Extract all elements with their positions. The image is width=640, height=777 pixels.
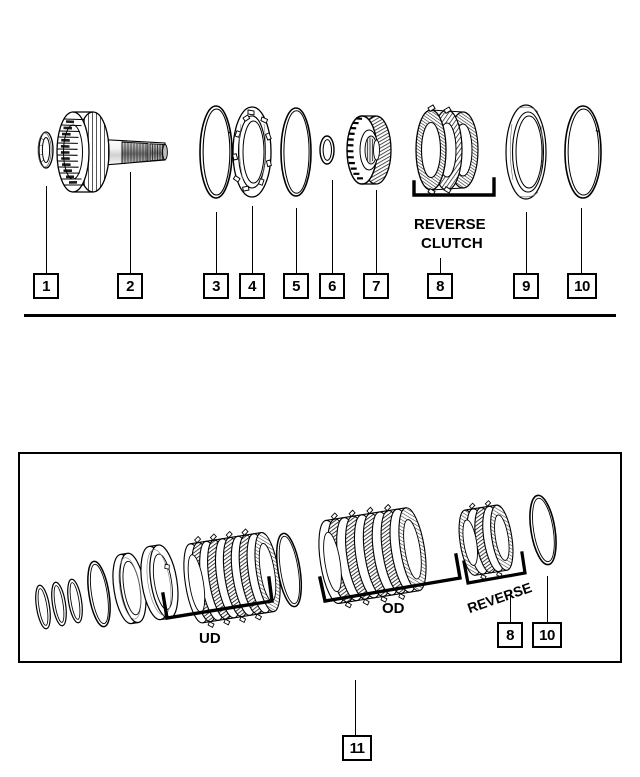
bottom-large-seal-ring [87,560,111,628]
leader-line-9 [526,212,527,273]
part-4-thrust-bearing [232,106,272,198]
ud-group-label: UD [199,630,221,647]
reverse-clutch-label-line2: CLUTCH [421,234,483,252]
leader-line-3 [216,212,217,273]
part-10-snap-ring [564,105,602,199]
callout-4[interactable]: 4 [239,273,265,299]
bottom-small-seal-rings [35,578,83,630]
bottom-reverse-clutch-pack [458,500,527,585]
callout-1[interactable]: 1 [33,273,59,299]
bottom-separator-seal-ring [275,532,303,608]
leader-line-2 [130,172,131,273]
part-2-input-shaft [56,111,168,193]
ud-clutch-pack [161,528,281,628]
callout-8[interactable]: 8 [427,273,453,299]
callout-3[interactable]: 3 [203,273,229,299]
part-1-thrust-washer [37,131,54,169]
leader-line-bottom-8 [510,592,511,622]
leader-line-5 [296,208,297,273]
leader-line-bottom-11 [355,680,356,735]
callout-5[interactable]: 5 [283,273,309,299]
part-5-seal-ring [280,107,312,197]
reverse-clutch-group-label: REVERSE CLUTCH [414,216,486,254]
callout-bottom-8[interactable]: 8 [497,622,523,648]
callout-6[interactable]: 6 [319,273,345,299]
part-3-seal-ring [199,105,233,199]
callout-9[interactable]: 9 [513,273,539,299]
part-8-reverse-clutch-plates [412,104,496,197]
reverse-clutch-label-line1: REVERSE [414,216,486,233]
bottom-piston-1 [112,552,147,625]
section-divider [24,314,616,317]
leader-line-8 [440,258,441,273]
leader-line-7 [376,190,377,273]
od-clutch-pack [317,503,462,609]
callout-bottom-10[interactable]: 10 [532,622,562,648]
callout-7[interactable]: 7 [363,273,389,299]
part-7-reverse-clutch-hub [346,115,392,185]
callout-2[interactable]: 2 [117,273,143,299]
callout-10[interactable]: 10 [567,273,597,299]
part-6-small-seal-ring [319,135,335,165]
leader-line-1 [46,186,47,273]
bottom-snap-ring [529,494,557,566]
part-9-reaction-plate [505,104,547,200]
leader-line-10 [581,208,582,273]
leader-line-bottom-10 [547,576,548,622]
leader-line-4 [252,206,253,273]
leader-line-6 [332,180,333,273]
od-group-label: OD [382,600,405,617]
callout-bottom-11[interactable]: 11 [342,735,372,761]
